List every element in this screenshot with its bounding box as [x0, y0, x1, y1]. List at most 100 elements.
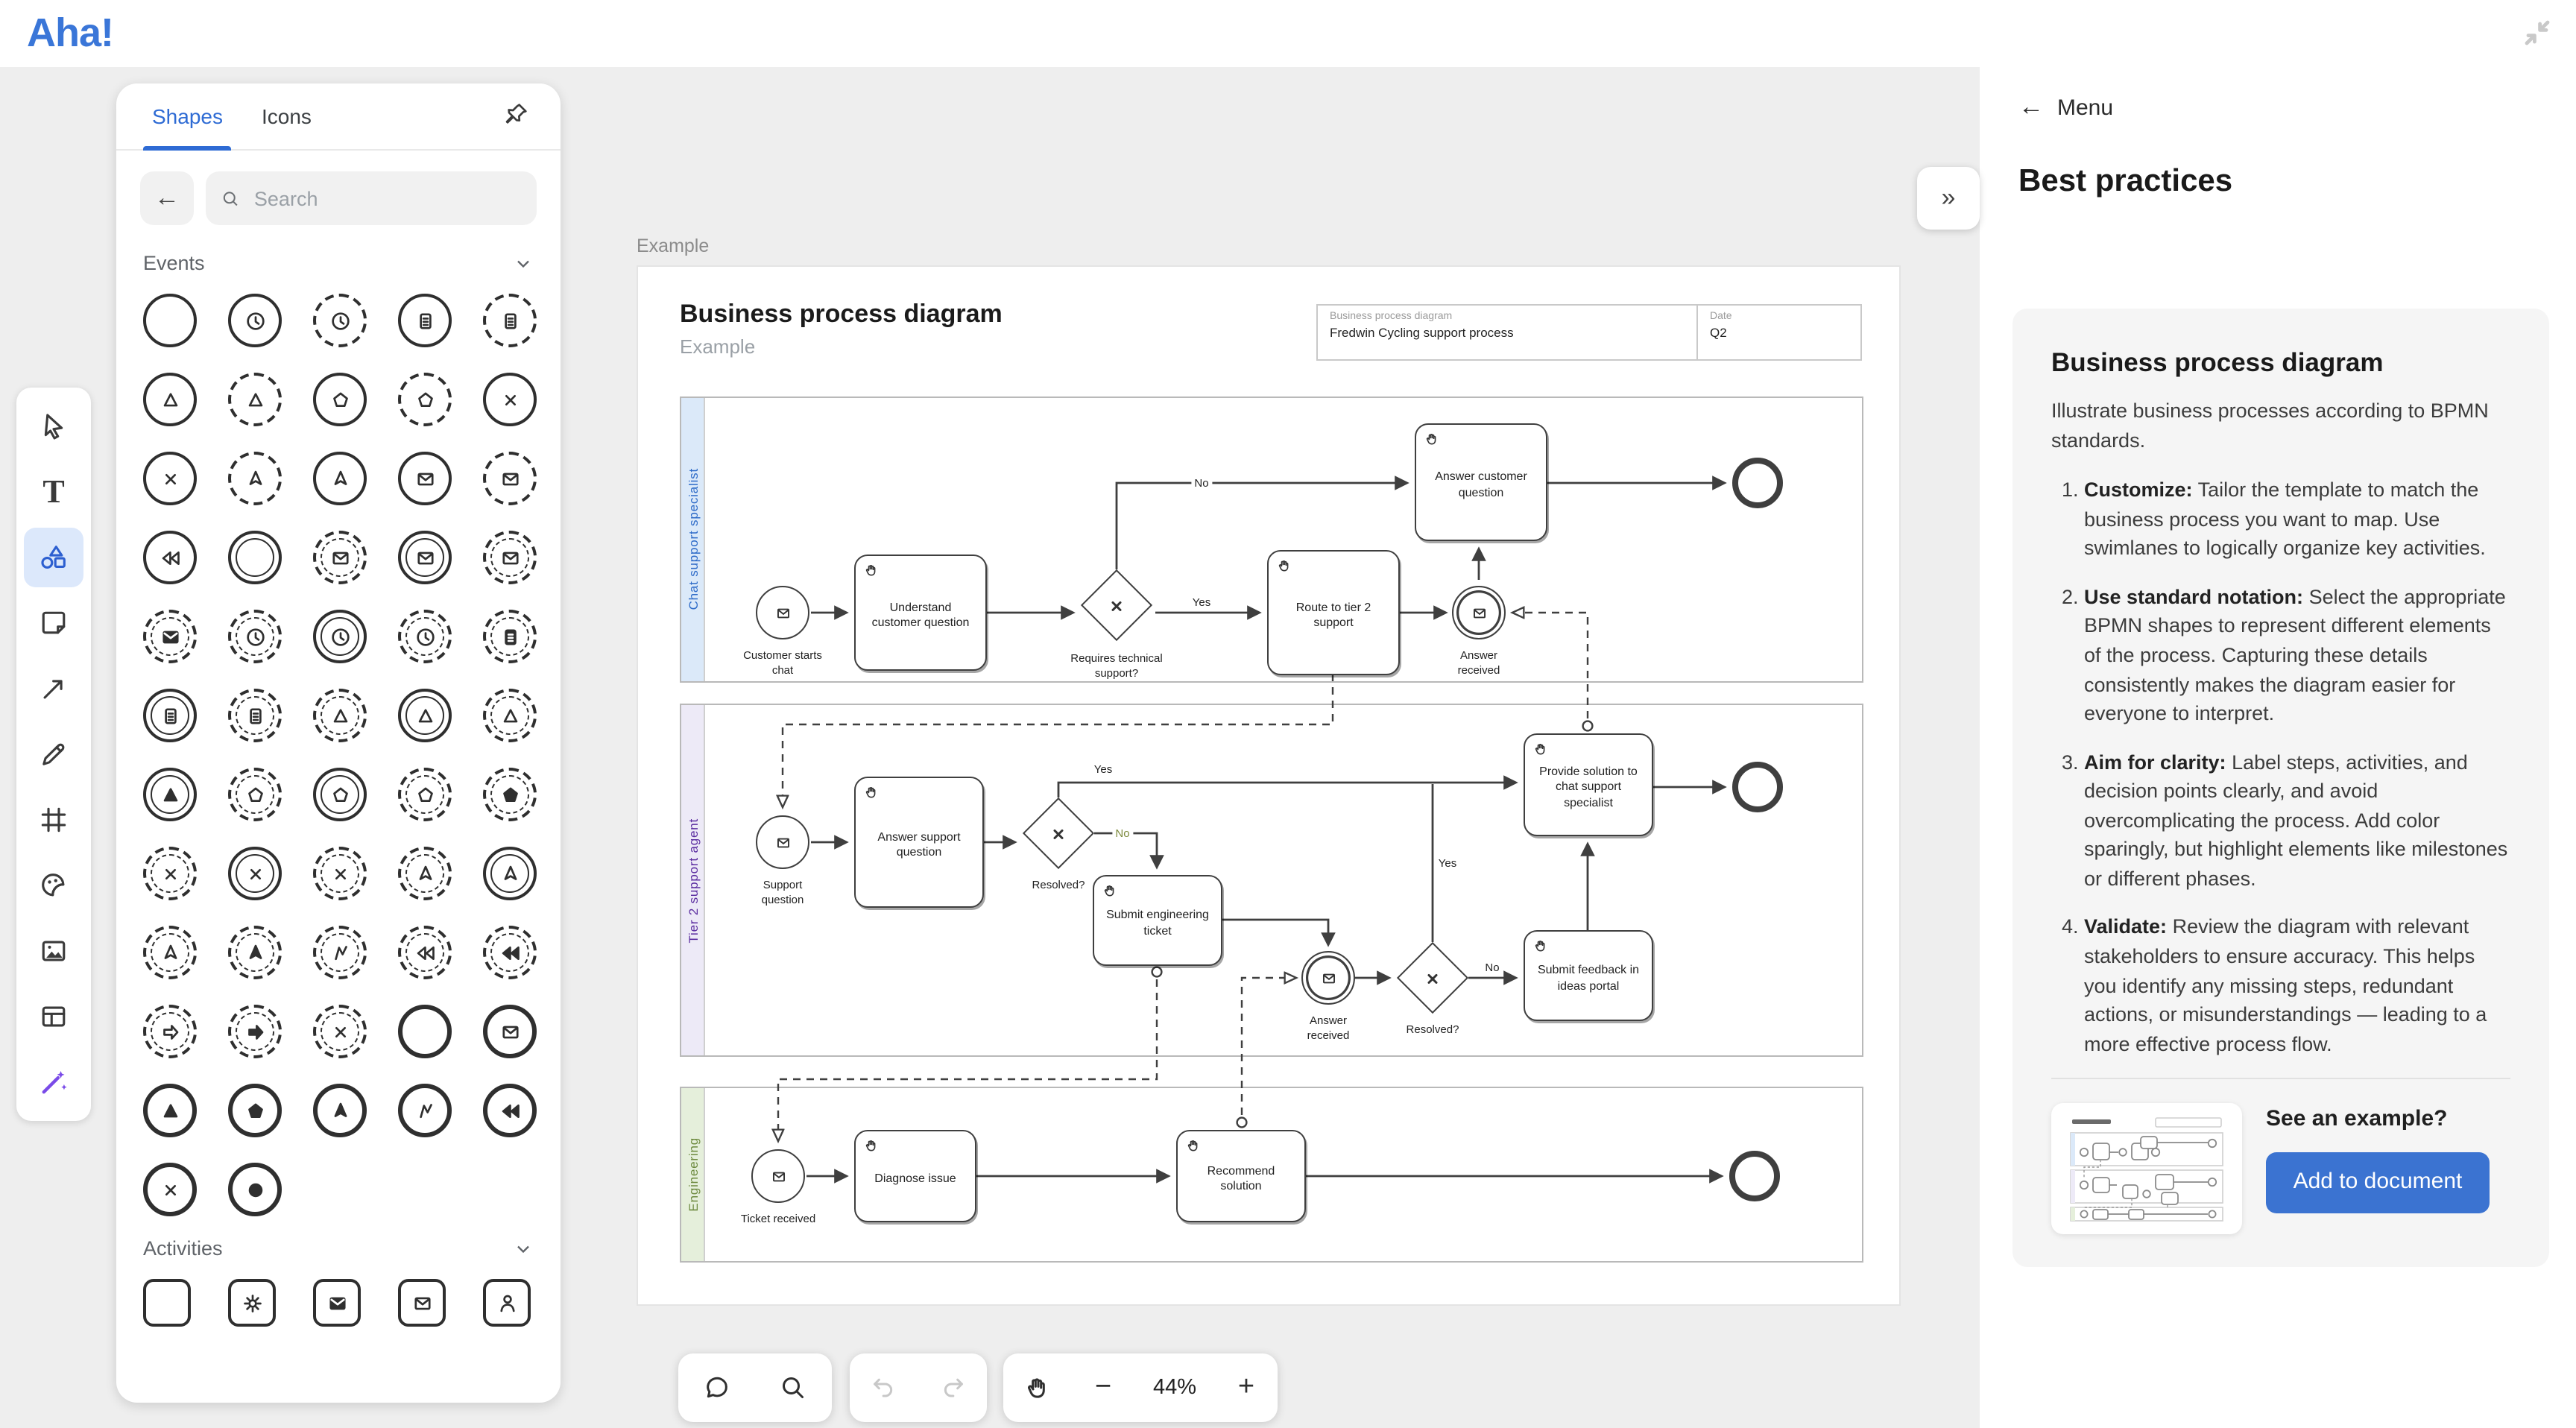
- select-tool[interactable]: [24, 397, 83, 456]
- connector-tool[interactable]: [24, 659, 83, 718]
- search-field[interactable]: [206, 171, 537, 225]
- zoom-level[interactable]: 44%: [1152, 1376, 1197, 1400]
- event-shape[interactable]: [228, 452, 282, 505]
- event-shape[interactable]: [143, 452, 197, 505]
- event-shape[interactable]: [228, 1163, 282, 1216]
- whiteboard-canvas[interactable]: Example Business process diagram Example…: [0, 67, 1980, 1428]
- event-shape[interactable]: [313, 926, 367, 979]
- pen-tool[interactable]: [24, 724, 83, 784]
- event-shape[interactable]: [483, 689, 537, 742]
- event-shape[interactable]: [483, 1084, 537, 1137]
- event-shape[interactable]: [398, 1005, 452, 1058]
- search-input[interactable]: [250, 186, 522, 211]
- event-shape[interactable]: [483, 452, 537, 505]
- frame-label[interactable]: Example: [637, 236, 710, 256]
- event-shape[interactable]: [143, 610, 197, 663]
- event-shape[interactable]: [313, 689, 367, 742]
- event-shape[interactable]: [398, 847, 452, 900]
- event-customer-starts-chat[interactable]: [756, 586, 809, 639]
- event-shape[interactable]: [143, 294, 197, 347]
- event-shape[interactable]: [228, 847, 282, 900]
- redo-button[interactable]: [927, 1362, 978, 1413]
- event-end-l3[interactable]: [1729, 1151, 1780, 1201]
- event-shape[interactable]: [228, 926, 282, 979]
- table-tool[interactable]: [24, 987, 83, 1046]
- event-shape[interactable]: [313, 768, 367, 821]
- activity-shape[interactable]: [398, 1279, 446, 1327]
- event-shape[interactable]: [228, 531, 282, 584]
- task-diagnose-issue[interactable]: Diagnose issue: [854, 1130, 976, 1222]
- event-shape[interactable]: [143, 689, 197, 742]
- collapse-panel-button[interactable]: »: [1917, 167, 1980, 230]
- zoom-in-button[interactable]: +: [1237, 1371, 1255, 1403]
- event-shape[interactable]: [483, 294, 537, 347]
- event-shape[interactable]: [313, 610, 367, 663]
- pan-hand-button[interactable]: [1012, 1362, 1063, 1413]
- event-shape[interactable]: [313, 294, 367, 347]
- magic-wand-tool[interactable]: [24, 1052, 83, 1112]
- event-shape[interactable]: [313, 531, 367, 584]
- add-to-document-button[interactable]: Add to document: [2266, 1152, 2490, 1213]
- event-shape[interactable]: [228, 1005, 282, 1058]
- event-shape[interactable]: [398, 926, 452, 979]
- event-shape[interactable]: [313, 452, 367, 505]
- event-shape[interactable]: [313, 847, 367, 900]
- zoom-search-button[interactable]: [768, 1362, 819, 1413]
- chevron-down-icon[interactable]: [513, 1238, 534, 1259]
- tab-shapes[interactable]: Shapes: [142, 83, 233, 150]
- back-button[interactable]: ←: [140, 171, 194, 225]
- zoom-out-button[interactable]: −: [1094, 1371, 1112, 1403]
- event-shape[interactable]: [228, 689, 282, 742]
- event-shape[interactable]: [398, 452, 452, 505]
- event-shape[interactable]: [398, 373, 452, 426]
- sticker-tool[interactable]: [24, 856, 83, 915]
- event-shape[interactable]: [228, 1084, 282, 1137]
- event-end-l1[interactable]: [1732, 458, 1783, 508]
- section-events[interactable]: Events: [116, 231, 561, 274]
- aha-logo[interactable]: Aha!: [27, 10, 114, 55]
- event-shape[interactable]: [398, 689, 452, 742]
- event-shape[interactable]: [398, 531, 452, 584]
- event-shape[interactable]: [143, 1005, 197, 1058]
- pin-panel-icon[interactable]: [501, 100, 534, 133]
- sticky-note-tool[interactable]: [24, 593, 83, 653]
- image-tool[interactable]: [24, 921, 83, 981]
- event-shape[interactable]: [143, 531, 197, 584]
- chevron-down-icon[interactable]: [513, 253, 534, 274]
- task-provide-solution[interactable]: Provide solution to chat support special…: [1524, 733, 1653, 836]
- task-answer-customer-question[interactable]: Answer customer question: [1415, 423, 1547, 541]
- tab-icons[interactable]: Icons: [261, 104, 312, 128]
- event-shape[interactable]: [313, 373, 367, 426]
- task-route-to-tier2[interactable]: Route to tier 2 support: [1267, 550, 1400, 675]
- event-shape[interactable]: [313, 1084, 367, 1137]
- task-submit-engineering-ticket[interactable]: Submit engineering ticket: [1093, 875, 1222, 966]
- diagram-info-box[interactable]: Business process diagram Fredwin Cycling…: [1316, 304, 1862, 361]
- event-shape[interactable]: [228, 373, 282, 426]
- shapes-tool[interactable]: [24, 528, 83, 587]
- event-shape[interactable]: [228, 610, 282, 663]
- diagram-card[interactable]: Business process diagram Example Busines…: [638, 267, 1899, 1304]
- event-shape[interactable]: [483, 926, 537, 979]
- activity-shape[interactable]: [228, 1279, 276, 1327]
- event-support-question[interactable]: [756, 815, 809, 869]
- event-shape[interactable]: [483, 531, 537, 584]
- event-ticket-received[interactable]: [751, 1149, 805, 1203]
- event-shape[interactable]: [143, 1163, 197, 1216]
- menu-back-link[interactable]: ← Menu: [2018, 92, 2113, 122]
- event-shape[interactable]: [398, 1084, 452, 1137]
- event-shape[interactable]: [228, 294, 282, 347]
- task-answer-support-question[interactable]: Answer support question: [854, 777, 984, 908]
- event-shape[interactable]: [483, 373, 537, 426]
- activity-shape[interactable]: [143, 1279, 191, 1327]
- event-answer-received-l1[interactable]: [1452, 586, 1506, 639]
- event-shape[interactable]: [483, 768, 537, 821]
- event-shape[interactable]: [398, 294, 452, 347]
- activity-shape[interactable]: [483, 1279, 531, 1327]
- comments-button[interactable]: [692, 1362, 742, 1413]
- task-understand-customer-question[interactable]: Understand customer question: [854, 555, 987, 671]
- task-submit-feedback-ideas-portal[interactable]: Submit feedback in ideas portal: [1524, 930, 1653, 1021]
- event-shape[interactable]: [483, 847, 537, 900]
- collapse-window-icon[interactable]: [2519, 15, 2555, 51]
- task-recommend-solution[interactable]: Recommend solution: [1176, 1130, 1306, 1222]
- event-shape[interactable]: [483, 610, 537, 663]
